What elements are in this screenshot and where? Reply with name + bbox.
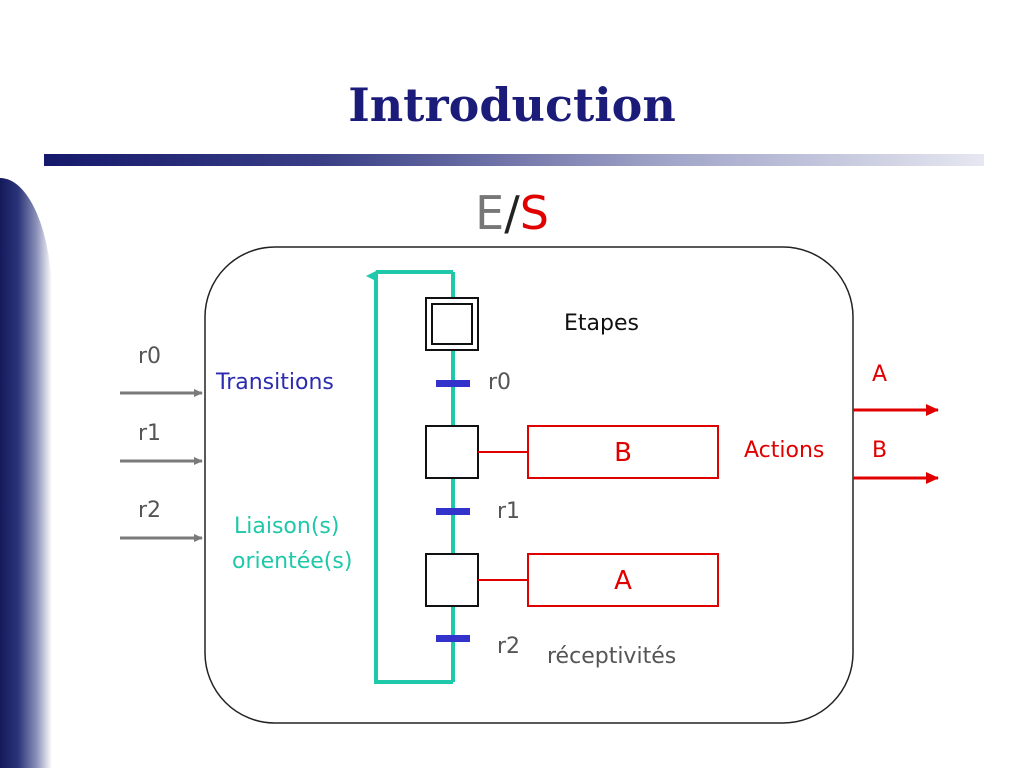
input-label-r1: r1 [138, 421, 162, 446]
transition-bar-r0 [436, 380, 470, 387]
actions-label: Actions [744, 438, 825, 463]
action-box-a [527, 553, 719, 607]
input-label-r2: r2 [138, 498, 162, 523]
oriented-link-loop [366, 270, 453, 684]
liaisons-label-line1: Liaison(s) [234, 514, 340, 539]
transition-label-r2: r2 [497, 634, 521, 659]
left-decorative-band [0, 178, 52, 768]
initial-step-inner [431, 303, 473, 345]
action-box-b-label: B [614, 438, 632, 468]
step-1 [425, 425, 479, 479]
liaisons-label-line2: orientée(s) [232, 549, 353, 574]
es-heading-s: S [519, 186, 549, 240]
transition-label-r1: r1 [497, 499, 521, 524]
title-underline [44, 154, 984, 166]
es-heading-slash: / [504, 186, 520, 240]
system-boundary [204, 246, 854, 724]
etapes-label: Etapes [564, 311, 639, 336]
action-box-b [527, 425, 719, 479]
step-2 [425, 553, 479, 607]
transition-label-r0: r0 [488, 370, 512, 395]
es-heading-e: E [475, 186, 505, 240]
receptivites-label: réceptivités [547, 644, 677, 669]
action-box-a-label: A [614, 566, 632, 596]
transitions-label: Transitions [216, 370, 334, 395]
output-label-b: B [872, 438, 888, 463]
output-label-a: A [872, 362, 888, 387]
page-title: Introduction [348, 78, 676, 132]
transition-bar-r1 [436, 508, 470, 515]
es-heading: E/S [0, 185, 1024, 241]
transition-bar-r2 [436, 635, 470, 642]
input-label-r0: r0 [138, 344, 162, 369]
